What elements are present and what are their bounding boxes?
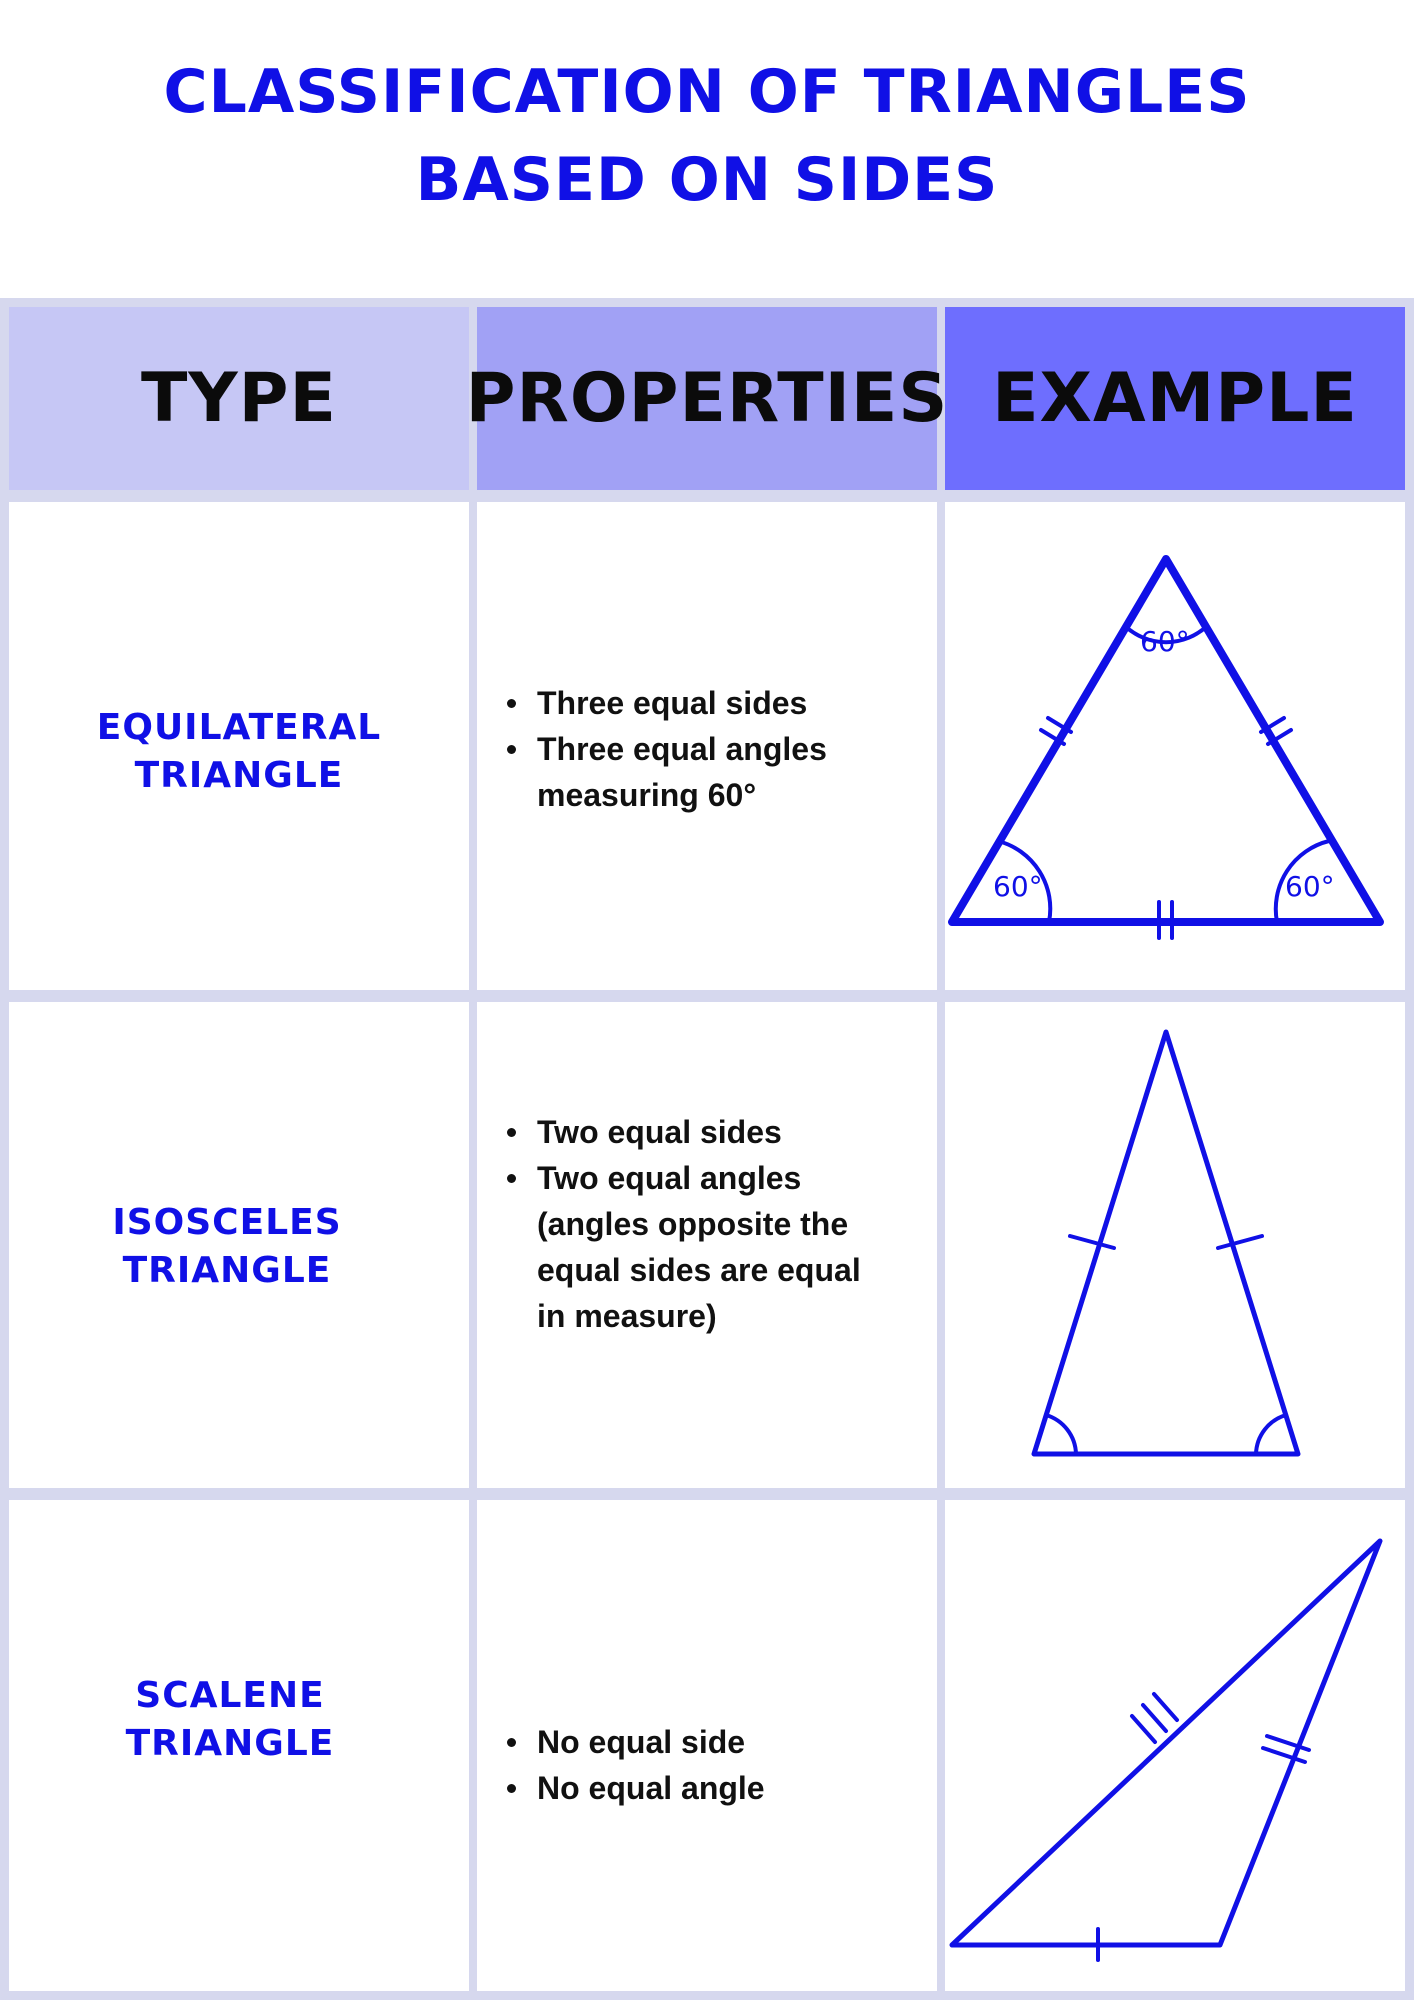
type-isosceles-line-1: ISOSCELES <box>112 1202 342 1243</box>
title-line-2: BASED ON SIDES <box>415 145 999 215</box>
type-isosceles-label: ISOSCELES TRIANGLE <box>0 1199 457 1295</box>
row-equilateral-type-cell: EQUILATERAL TRIANGLE <box>9 502 469 990</box>
isosceles-triangle-diagram <box>1031 1029 1301 1457</box>
angle-label-right: 60° <box>1285 870 1335 903</box>
header-properties: PROPERTIES <box>466 307 947 490</box>
type-scalene-label: SCALENE TRIANGLE <box>0 1672 460 1768</box>
equilateral-triangle-shape <box>948 555 1384 926</box>
list-item: Two equal sides <box>507 1109 937 1155</box>
triangle-classification-table: TYPE PROPERTIES EXAMPLE EQUILATERAL TRIA… <box>0 298 1414 2000</box>
type-scalene-line-1: SCALENE <box>135 1675 325 1716</box>
header-type: TYPE <box>9 307 469 490</box>
scalene-triangle-diagram <box>949 1538 1383 1962</box>
triple-tick-mark <box>1130 1692 1179 1744</box>
row-equilateral-properties-cell: Three equal sides Three equal angles mea… <box>477 502 937 990</box>
angle-label-top: 60° <box>1140 625 1190 658</box>
double-tick-mark <box>1261 1734 1311 1764</box>
scalene-triangle-shape <box>949 1538 1383 1948</box>
list-item: Two equal angles (angles opposite the eq… <box>507 1155 897 1339</box>
type-equilateral-line-2: TRIANGLE <box>134 755 344 796</box>
scalene-properties-list: No equal side No equal angle <box>507 1719 937 1811</box>
list-item: No equal side <box>507 1719 937 1765</box>
row-isosceles-properties-cell: Two equal sides Two equal angles (angles… <box>477 1002 937 1488</box>
page-title: CLASSIFICATION OF TRIANGLES BASED ON SID… <box>0 48 1414 224</box>
equilateral-triangle-diagram: 60° 60° 60° <box>948 555 1384 940</box>
type-isosceles-line-2: TRIANGLE <box>122 1250 332 1291</box>
list-item: No equal angle <box>507 1765 937 1811</box>
row-equilateral-example-cell: 60° 60° 60° <box>945 502 1405 990</box>
row-scalene-properties-cell: No equal side No equal angle <box>477 1500 937 1991</box>
header-example: EXAMPLE <box>945 307 1405 490</box>
angle-arc-left <box>996 839 1053 924</box>
angle-arc-left <box>1044 1413 1078 1456</box>
isosceles-triangle-shape <box>1031 1029 1301 1457</box>
angle-arc-top <box>1123 624 1209 645</box>
type-equilateral-label: EQUILATERAL TRIANGLE <box>9 704 469 800</box>
single-tick-mark <box>1216 1234 1264 1250</box>
isosceles-properties-list: Two equal sides Two equal angles (angles… <box>507 1109 937 1339</box>
type-scalene-line-2: TRIANGLE <box>125 1723 335 1764</box>
angle-arc-right <box>1273 839 1331 924</box>
angle-label-left: 60° <box>993 870 1043 903</box>
double-tick-mark <box>1039 716 1073 746</box>
double-tick-mark <box>1259 716 1293 746</box>
row-scalene-example-cell <box>945 1500 1405 1991</box>
single-tick-mark <box>1068 1234 1116 1250</box>
title-line-1: CLASSIFICATION OF TRIANGLES <box>163 57 1251 127</box>
row-scalene-type-cell: SCALENE TRIANGLE <box>9 1500 469 1991</box>
row-isosceles-type-cell: ISOSCELES TRIANGLE <box>9 1002 469 1488</box>
row-isosceles-example-cell <box>945 1002 1405 1488</box>
double-tick-mark <box>1157 900 1174 940</box>
type-equilateral-line-1: EQUILATERAL <box>96 707 382 748</box>
angle-arc-right <box>1254 1413 1288 1456</box>
list-item: Three equal angles measuring 60° <box>507 726 867 818</box>
list-item: Three equal sides <box>507 680 937 726</box>
equilateral-properties-list: Three equal sides Three equal angles mea… <box>507 680 937 818</box>
